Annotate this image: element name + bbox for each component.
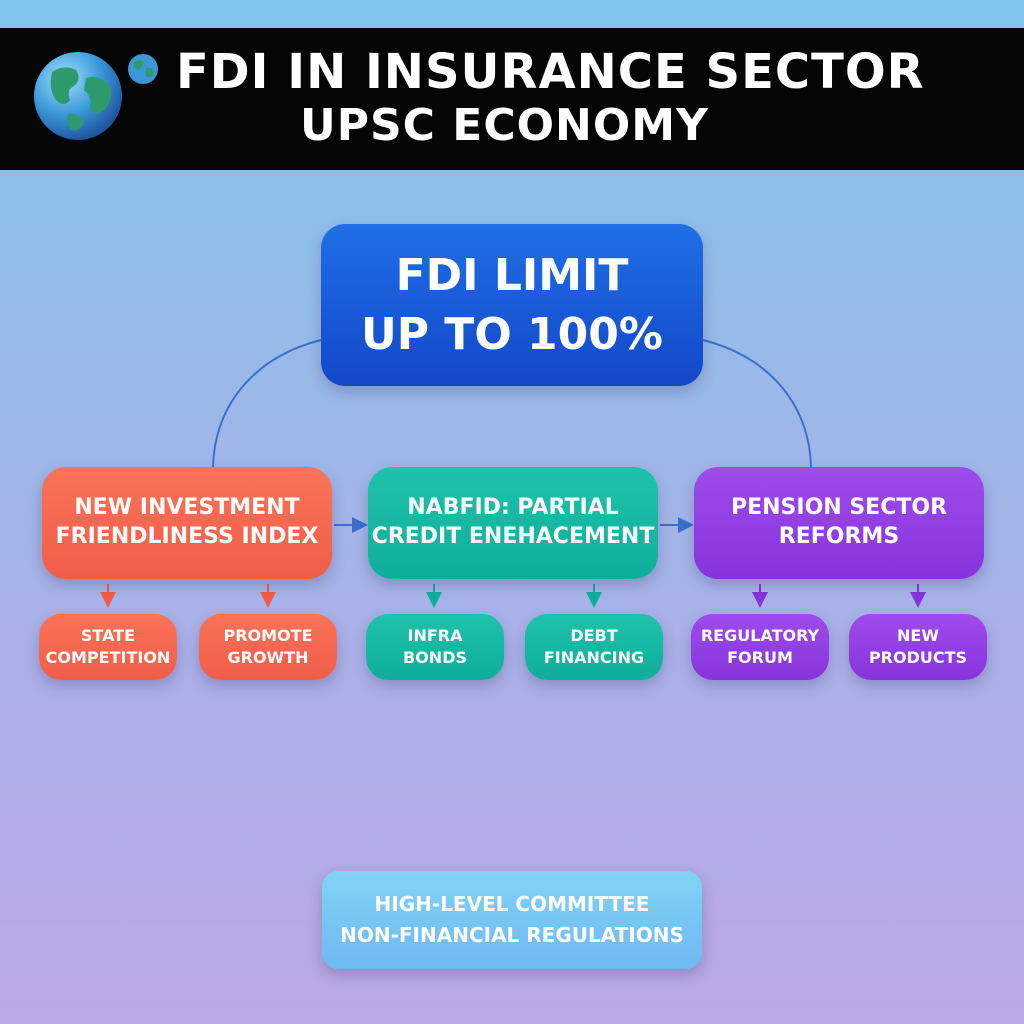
main-node-line2: UP TO 100% bbox=[361, 309, 663, 360]
node-new-products: NEW PRODUCTS bbox=[849, 614, 987, 680]
node-line2: COMPETITION bbox=[45, 648, 171, 667]
title-banner bbox=[0, 28, 1024, 170]
main-node-fdi-limit: FDI LIMIT UP TO 100% bbox=[321, 224, 703, 386]
node-line2: GROWTH bbox=[227, 648, 309, 667]
page-subtitle: UPSC ECONOMY bbox=[300, 100, 709, 151]
node-line1: NABFID: PARTIAL bbox=[407, 495, 619, 521]
node-investment-friendliness-index: NEW INVESTMENT FRIENDLINESS INDEX bbox=[42, 467, 332, 579]
globe-icon bbox=[34, 52, 122, 140]
node-state-competition: STATE COMPETITION bbox=[39, 614, 177, 680]
node-line2: FORUM bbox=[727, 648, 793, 667]
node-line2: PRODUCTS bbox=[868, 648, 968, 667]
node-line1: NEW bbox=[897, 625, 939, 645]
node-line2: REFORMS bbox=[778, 524, 900, 549]
connector-main-right bbox=[702, 339, 812, 468]
node-line1: NEW INVESTMENT bbox=[74, 495, 300, 521]
small-globe-icon bbox=[128, 54, 158, 84]
footer-line1: HIGH-LEVEL COMMITTEE bbox=[374, 892, 650, 916]
footer-line2: NON-FINANCIAL REGULATIONS bbox=[340, 923, 684, 947]
node-line2: FRIENDLINESS INDEX bbox=[55, 524, 319, 549]
node-debt-financing: DEBT FINANCING bbox=[525, 614, 663, 680]
node-infra-bonds: INFRA BONDS bbox=[366, 614, 504, 680]
node-line2: CREDIT ENEHACEMENT bbox=[371, 524, 655, 549]
node-nabfid-credit-enhancement: NABFID: PARTIAL CREDIT ENEHACEMENT bbox=[368, 467, 658, 579]
node-line2: FINANCING bbox=[543, 648, 645, 667]
node-line1: REGULATORY bbox=[700, 625, 820, 645]
node-promote-growth: PROMOTE GROWTH bbox=[199, 614, 337, 680]
node-pension-sector-reforms: PENSION SECTOR REFORMS bbox=[694, 467, 984, 579]
node-regulatory-forum: REGULATORY FORUM bbox=[691, 614, 829, 680]
node-line1: PROMOTE bbox=[223, 625, 313, 645]
page-title: FDI IN INSURANCE SECTOR bbox=[176, 44, 925, 100]
node-line1: STATE bbox=[80, 625, 136, 645]
main-node-line1: FDI LIMIT bbox=[395, 249, 629, 301]
node-line1: INFRA bbox=[407, 625, 463, 645]
node-line1: DEBT bbox=[570, 625, 618, 645]
node-line1: PENSION SECTOR bbox=[730, 495, 948, 521]
node-line2: BONDS bbox=[403, 648, 467, 667]
node-high-level-committee: HIGH-LEVEL COMMITTEE NON-FINANCIAL REGUL… bbox=[322, 871, 702, 969]
connector-main-left bbox=[212, 339, 322, 468]
